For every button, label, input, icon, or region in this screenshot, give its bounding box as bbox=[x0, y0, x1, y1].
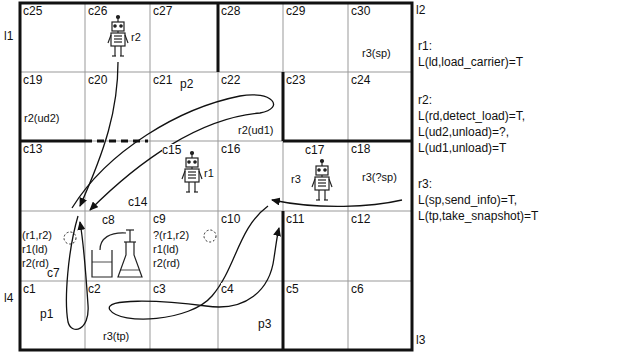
grid-cell: c18 r3(?sp) bbox=[348, 141, 412, 211]
cell-annotation: r3(sp) bbox=[362, 47, 391, 59]
cell-id: c1 bbox=[23, 283, 36, 296]
cell-id: c17 bbox=[305, 144, 324, 157]
grid-cell: c3 bbox=[150, 281, 218, 350]
path-label: p1 bbox=[40, 308, 53, 321]
grid-cell: c10 bbox=[218, 211, 283, 281]
cell-id: c12 bbox=[351, 213, 370, 226]
robot-capability: L(tp,take_snapshot)=T bbox=[418, 210, 538, 223]
cell-id: c15 bbox=[162, 144, 181, 157]
cell-id: c10 bbox=[221, 213, 240, 226]
cell-annotation: ?(r1,r2) bbox=[153, 229, 189, 241]
cell-id: c28 bbox=[221, 5, 240, 18]
corner-label: l4 bbox=[4, 292, 13, 305]
cell-id: c18 bbox=[351, 143, 370, 156]
grid-cell: c25 bbox=[20, 3, 85, 72]
cell-id: c13 bbox=[23, 143, 42, 156]
robot-capability: r1: bbox=[418, 40, 432, 53]
path-label: p3 bbox=[258, 318, 271, 331]
cell-id: c24 bbox=[351, 74, 370, 87]
cell-annotation: r3(tp) bbox=[103, 330, 129, 342]
path-label: p2 bbox=[180, 78, 193, 91]
robot-capability: L(ud2,unload)=?, bbox=[418, 126, 509, 139]
corner-label: l1 bbox=[4, 30, 13, 43]
cell-id: c23 bbox=[286, 74, 305, 87]
grid-cell: c16 bbox=[218, 141, 283, 211]
grid-cell: c6 bbox=[348, 281, 412, 350]
grid-cell: c23 bbox=[283, 72, 348, 141]
cell-id: c29 bbox=[286, 5, 305, 18]
grid-cell: c5 bbox=[283, 281, 348, 350]
grid-cell: c11 bbox=[283, 211, 348, 281]
robot-capability: L(ud1,unload)=T bbox=[418, 142, 506, 155]
grid-cell: c29 bbox=[283, 3, 348, 72]
cell-id: c25 bbox=[23, 5, 42, 18]
cell-annotation: r1 bbox=[204, 167, 214, 179]
corner-label: l2 bbox=[416, 4, 425, 17]
grid-cell: c2 r3(tp) bbox=[85, 281, 150, 350]
grid-cell: c20 bbox=[85, 72, 150, 141]
cell-id: c11 bbox=[286, 213, 304, 226]
cell-annotation: r1(ld) bbox=[153, 243, 179, 255]
cell-id: c26 bbox=[88, 5, 107, 18]
cell-annotation: r2 bbox=[131, 31, 141, 43]
grid-cell: c28 bbox=[218, 3, 283, 72]
grid-cell: c26 r2 bbox=[85, 3, 150, 72]
cell-annotation: r2(ud1) bbox=[238, 124, 273, 136]
grid-cell: c15 r1 bbox=[150, 141, 218, 211]
cell-id: c8 bbox=[102, 214, 115, 227]
grid-cell: c4 bbox=[218, 281, 283, 350]
grid-cell: c9 ?(r1,r2) r1(ld) r2(rd) bbox=[150, 211, 218, 281]
cell-id: c3 bbox=[153, 283, 166, 296]
cell-annotation: r1(ld) bbox=[22, 243, 48, 255]
grid-cell: c30 r3(sp) bbox=[348, 3, 412, 72]
grid-cell: c8 bbox=[85, 211, 150, 281]
cell-annotation: r3(?sp) bbox=[362, 171, 397, 183]
grid-cell: c12 bbox=[348, 211, 412, 281]
cell-annotation: r2(rd) bbox=[153, 257, 180, 269]
cell-id: c7 bbox=[47, 267, 60, 280]
robot-capability: L(rd,detect_load)=T, bbox=[418, 110, 525, 123]
grid-cell: c7 (r1,r2) r1(ld) r2(rd) bbox=[20, 211, 85, 281]
cell-id: c14 bbox=[128, 196, 147, 209]
cell-annotation: r2(rd) bbox=[22, 257, 49, 269]
corner-label: l3 bbox=[416, 334, 425, 347]
grid-cell: c22 r2(ud1) bbox=[218, 72, 283, 141]
grid-cell: c14 bbox=[85, 141, 150, 211]
cell-id: c9 bbox=[153, 213, 166, 226]
cell-id: c21 bbox=[153, 74, 172, 87]
cell-id: c22 bbox=[221, 74, 240, 87]
robot-capability: L(ld,load_carrier)=T bbox=[418, 56, 523, 69]
robot-capability: r3: bbox=[418, 178, 432, 191]
cell-annotation: r3 bbox=[291, 173, 301, 185]
robot-capability: r2: bbox=[418, 94, 432, 107]
cell-id: c19 bbox=[23, 74, 42, 87]
cell-id: c30 bbox=[351, 5, 370, 18]
cell-id: c20 bbox=[88, 74, 107, 87]
cell-id: c27 bbox=[153, 5, 172, 18]
cell-id: c5 bbox=[286, 283, 299, 296]
cell-annotation: (r1,r2) bbox=[22, 229, 52, 241]
cell-annotation: r2(ud2) bbox=[24, 112, 59, 124]
cell-id: c4 bbox=[221, 283, 234, 296]
grid-cell: c27 bbox=[150, 3, 218, 72]
robot-capability: L(sp,send_info)=T, bbox=[418, 194, 517, 207]
grid-cell: c13 bbox=[20, 141, 85, 211]
grid-cell: c19 r2(ud2) bbox=[20, 72, 85, 141]
cell-id: c16 bbox=[221, 143, 240, 156]
grid-cell: c17 r3 bbox=[283, 141, 348, 211]
cell-id: c2 bbox=[88, 283, 101, 296]
grid-cell: c24 bbox=[348, 72, 412, 141]
cell-id: c6 bbox=[351, 283, 364, 296]
